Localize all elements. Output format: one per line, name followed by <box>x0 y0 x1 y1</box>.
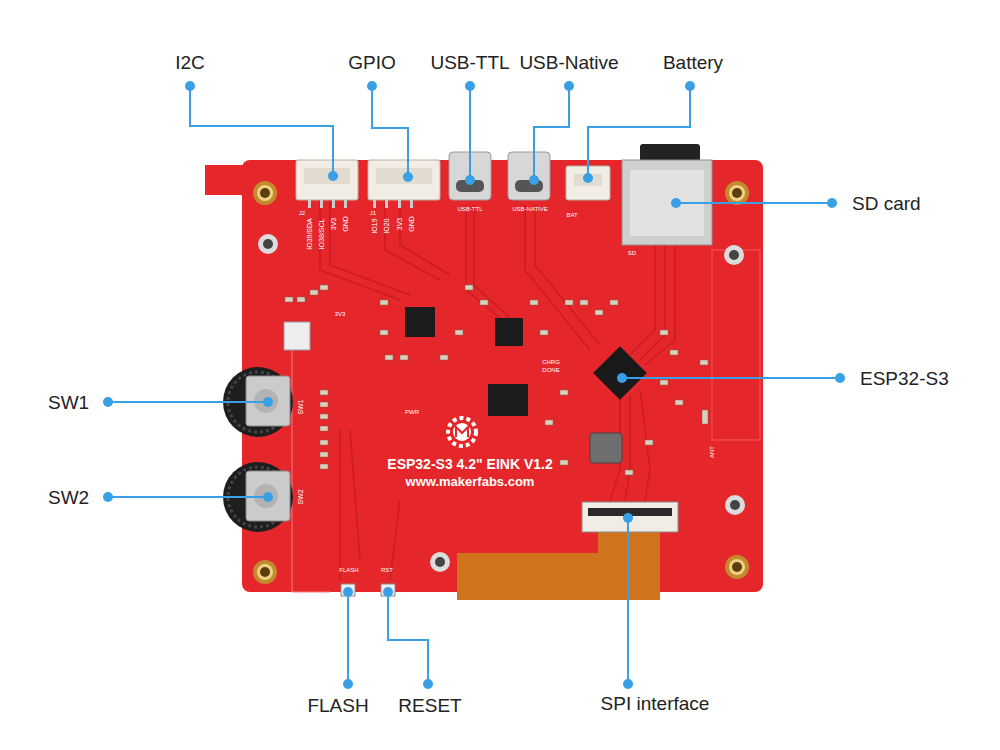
pin-label: IO39/SDA <box>306 218 313 250</box>
pin-label: IO38/SCL <box>318 219 325 250</box>
callout-label: SPI interface <box>601 694 710 713</box>
callout-label: SW1 <box>48 393 89 412</box>
pin-label: IO20 <box>383 218 390 233</box>
leader-line <box>588 86 690 178</box>
silkscreen-text: PWR <box>405 409 419 415</box>
silkscreen-text: USB-TTL <box>457 206 482 212</box>
leader-dots <box>103 81 845 689</box>
board-url: www.makerfabs.com <box>406 475 535 488</box>
leader-line <box>347 592 349 684</box>
sd-card-slot <box>622 144 712 245</box>
pin-label: 3V3 <box>330 218 337 230</box>
spi-fpc-connector <box>582 502 678 532</box>
leader-line <box>190 86 333 176</box>
silkscreen-text: RST <box>381 567 393 573</box>
board-outline <box>292 330 293 592</box>
antenna-area <box>712 250 760 440</box>
callout-label: RESET <box>398 696 461 715</box>
mounting-hole <box>258 234 745 572</box>
logo <box>453 423 471 441</box>
silkscreen-text: SW2 <box>297 489 304 504</box>
flex-cable <box>457 553 660 600</box>
leader-line <box>108 496 268 498</box>
pcb-board <box>242 160 763 592</box>
smd-components <box>285 285 708 475</box>
i2c-connector <box>296 160 358 208</box>
callout-label: USB-Native <box>519 53 618 72</box>
usb-c-connector <box>508 152 550 200</box>
silkscreen-text: SW1 <box>297 399 304 414</box>
pin-label: GND <box>408 216 415 232</box>
leader-line <box>372 86 408 177</box>
silkscreen-text: BAT <box>566 212 577 218</box>
push-button <box>341 584 355 596</box>
board-outline <box>292 592 330 593</box>
silkscreen-text: SD <box>628 250 636 256</box>
silkscreen-text: DONE <box>542 367 559 373</box>
inductor <box>590 433 622 463</box>
silkscreen-text: USB-NATIVE <box>512 206 548 212</box>
leader-line <box>534 86 569 180</box>
fpc-connector <box>284 322 310 350</box>
silkscreen-text: 3V3 <box>335 311 346 317</box>
silkscreen-text: FLASH <box>339 567 358 573</box>
callout-label: ESP32-S3 <box>860 369 949 388</box>
callout-label: Battery <box>663 53 723 72</box>
leader-line <box>388 592 428 684</box>
silkscreen-text: CHRG <box>542 359 560 365</box>
silkscreen-text: J1 <box>370 210 376 216</box>
leader-lines <box>108 86 840 684</box>
logo <box>448 418 476 446</box>
pin-label: GND <box>342 216 349 232</box>
leader-line <box>676 202 832 204</box>
callout-label: GPIO <box>348 53 396 72</box>
pin-label: IO19 <box>371 218 378 233</box>
leader-line <box>108 401 268 403</box>
ic-chip <box>405 307 647 416</box>
callout-label: SD card <box>852 194 921 213</box>
board-title: ESP32-S3 4.2" EINK V1.2 <box>387 457 552 471</box>
callout-label: SW2 <box>48 488 89 507</box>
leader-line <box>469 86 471 180</box>
silkscreen-text: J2 <box>299 210 305 216</box>
callout-label: I2C <box>175 53 205 72</box>
gpio-connector <box>368 160 440 208</box>
leader-line <box>622 377 840 379</box>
leader-line <box>627 518 629 684</box>
pin-label: 3V3 <box>396 218 403 230</box>
push-button <box>381 584 395 596</box>
silkscreen-text: ANT <box>709 446 715 458</box>
logo <box>456 427 468 437</box>
callout-label: FLASH <box>307 696 368 715</box>
callout-label: USB-TTL <box>430 53 509 72</box>
